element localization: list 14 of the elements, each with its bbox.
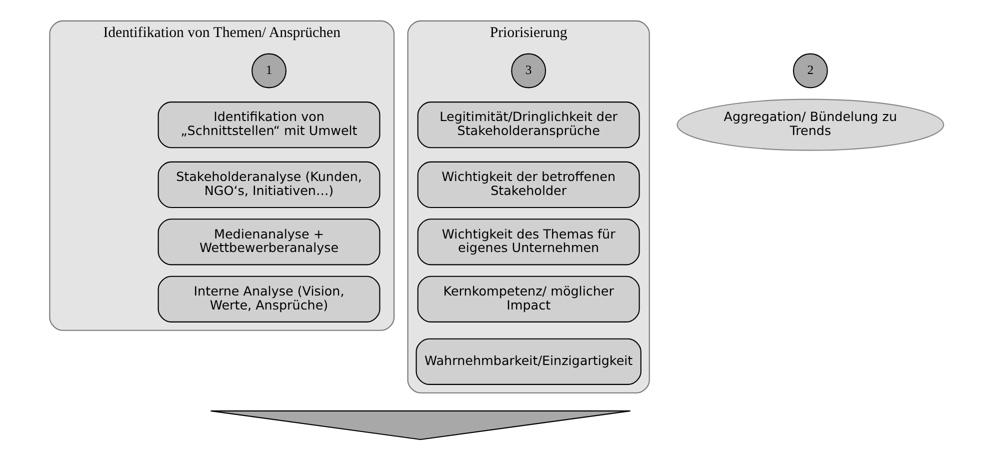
node-box: Identifikation von „Schnittstellen“ mit Umwelt — [157, 102, 380, 148]
node-box: Legitimität/Dringlichkeit der Stakeholderansprüche — [416, 102, 640, 148]
node-box: Stakeholderanalyse (Kunden, NGO‘s, Initiativen…) — [157, 161, 380, 208]
node-box: Wichtigkeit der betroffenen Stakeholder — [416, 161, 640, 208]
node-box: Wahrnehmbarkeit/Einzigartigkeit — [415, 338, 641, 385]
node-circle: 3 — [510, 53, 546, 88]
node-box: Wichtigkeit des Themas für eigenes Unternehmen — [416, 218, 640, 266]
node-circle: 1 — [251, 53, 286, 88]
node-triangle — [210, 410, 630, 440]
node-box: Interne Analyse (Vision, Werte, Ansprüche) — [157, 276, 380, 322]
node-box: Medienanalyse + Wettbewerberanalyse — [157, 218, 380, 266]
node-ellipse: Aggregation/ Bündelung zu Trends — [676, 98, 944, 151]
node-box: Kernkompetenz/ möglicher Impact — [416, 276, 640, 322]
node-circle: 2 — [792, 53, 828, 88]
